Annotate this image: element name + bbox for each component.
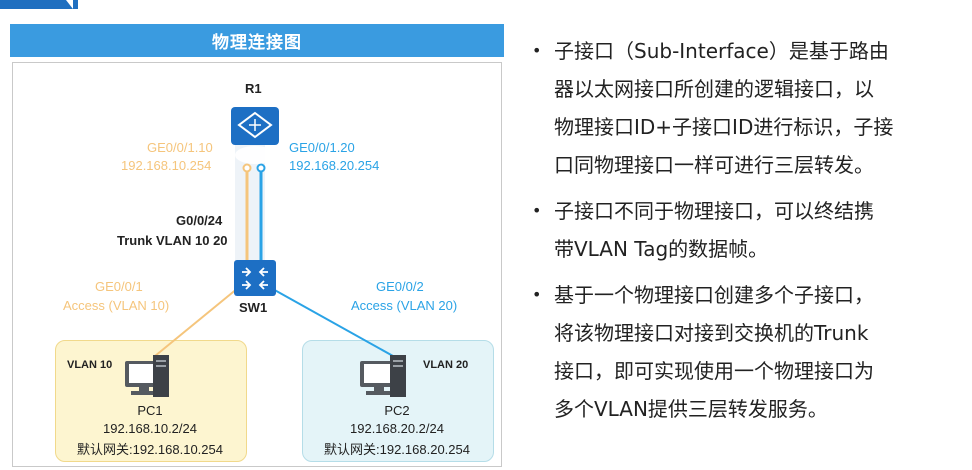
- sub1-ip-label: 192.168.10.254: [121, 158, 212, 173]
- vlan10-area: [55, 340, 247, 462]
- bullet-line: 口同物理接口一样可进行三层转发。: [554, 153, 874, 177]
- sw-port2-label: GE0/0/2: [376, 279, 424, 294]
- pc1-icon: [125, 355, 169, 397]
- diagram-frame: R1 GE0/0/1.10 192.168.10.254 GE0/0/1.20 …: [12, 62, 502, 467]
- bullet-line: 接口，即可实现使用一个物理接口为: [554, 359, 874, 383]
- bullet-item: • 子接口不同于物理接口，可以终结携 带VLAN Tag的数据帧。: [532, 192, 964, 268]
- switch-label: SW1: [239, 300, 268, 315]
- pc1-access-link: [154, 287, 239, 357]
- sw-port2-mode: Access (VLAN 20): [351, 298, 458, 313]
- sw-port1-mode: Access (VLAN 10): [63, 298, 170, 313]
- sub2-port-label: GE0/0/1.20: [289, 140, 355, 155]
- top-accent-cut: [66, 0, 73, 9]
- bullet-line: 基于一个物理接口创建多个子接口，: [554, 283, 874, 307]
- pc1-ip: 192.168.10.2/24: [103, 421, 197, 436]
- pc2-access-link: [270, 287, 394, 357]
- switch-icon: [234, 260, 276, 296]
- pc2-icon: [360, 355, 406, 397]
- bullet-line: 子接口（Sub-Interface）是基于路由: [554, 39, 889, 63]
- top-accent-bar: [0, 0, 78, 9]
- pc2-gateway: 默认网关:192.168.20.254: [324, 442, 470, 457]
- sw-port1-label: GE0/0/1: [95, 279, 143, 294]
- bullet-line: 将该物理接口对接到交换机的Trunk: [554, 321, 869, 345]
- bullet-symbol: •: [532, 41, 542, 60]
- sub1-port-label: GE0/0/1.10: [147, 140, 213, 155]
- pc1-name: PC1: [137, 403, 163, 418]
- bullet-symbol: •: [532, 201, 542, 220]
- bullet-symbol: •: [532, 285, 542, 304]
- bullet-line: 带VLAN Tag的数据帧。: [554, 237, 769, 261]
- bullet-item: • 子接口（Sub-Interface）是基于路由 器以太网接口所创建的逻辑接口…: [532, 32, 964, 184]
- topology-links: [125, 107, 406, 397]
- pc1-vlan-label: VLAN 10: [67, 359, 113, 371]
- bullet-line: 物理接口ID+子接口ID进行标识，子接: [554, 115, 894, 139]
- trunk-vlans-label: Trunk VLAN 10 20: [117, 233, 228, 248]
- pc2-vlan-label: VLAN 20: [423, 359, 469, 371]
- bullet-line: 器以太网接口所创建的逻辑接口，以: [554, 77, 874, 101]
- pc2-ip: 192.168.20.2/24: [350, 421, 444, 436]
- bullet-list: • 子接口（Sub-Interface）是基于路由 器以太网接口所创建的逻辑接口…: [532, 32, 964, 436]
- trunk-port-label: G0/0/24: [176, 213, 223, 228]
- pc1-gateway: 默认网关:192.168.10.254: [77, 442, 223, 457]
- sub2-ip-label: 192.168.20.254: [289, 158, 380, 173]
- router-icon: [231, 107, 279, 164]
- pc2-name: PC2: [384, 403, 410, 418]
- vlan10-sub-dot: [242, 163, 252, 173]
- router-label: R1: [245, 81, 262, 96]
- diagram-title: 物理连接图: [10, 24, 504, 57]
- bullet-line: 子接口不同于物理接口，可以终结携: [554, 199, 874, 223]
- bullet-item: • 基于一个物理接口创建多个子接口， 将该物理接口对接到交换机的Trunk 接口…: [532, 276, 964, 428]
- diagram-panel: 物理连接图: [10, 24, 504, 467]
- bullet-line: 多个VLAN提供三层转发服务。: [554, 397, 828, 421]
- vlan20-sub-dot: [256, 163, 266, 173]
